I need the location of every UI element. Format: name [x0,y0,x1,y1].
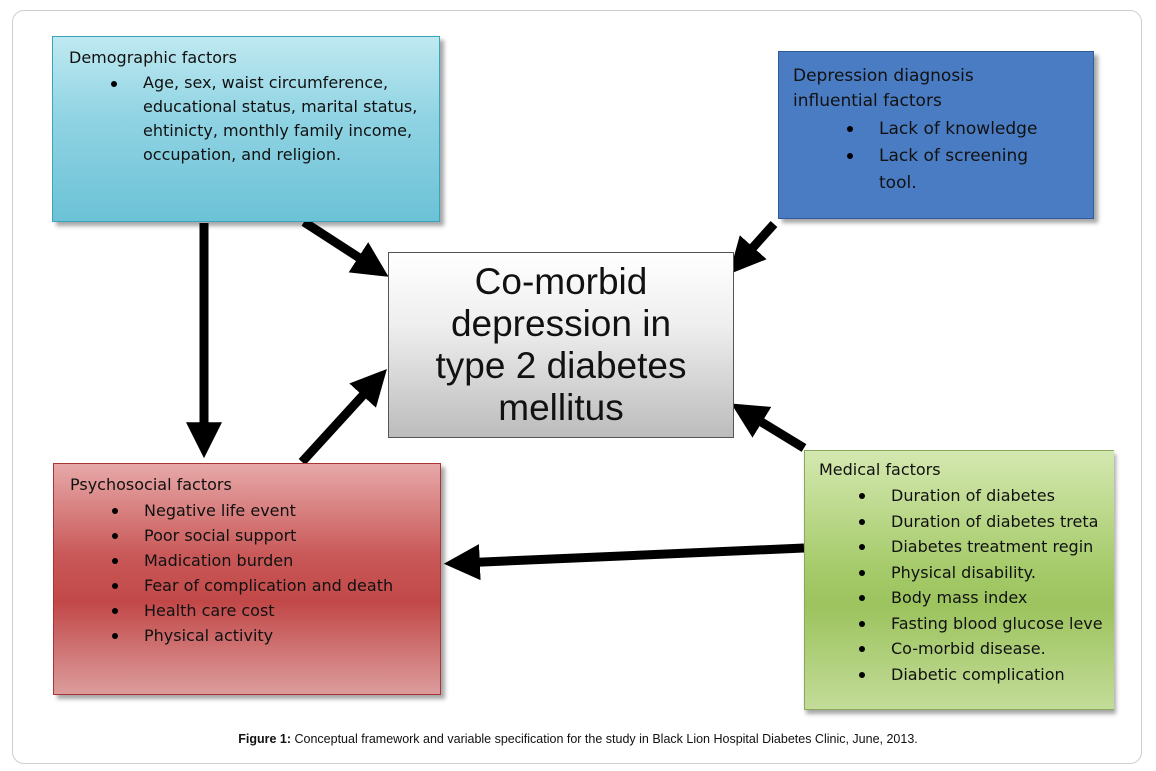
medical-item: Body mass index [859,585,1114,611]
medical-item: Diabetic complication [859,662,1114,688]
psychosocial-item: Madication burden [112,548,440,573]
arrow-demographic-to-center [301,218,389,277]
arrow-psychosocial-to-center [298,369,387,466]
psychosocial-item: Fear of complication and death [112,573,440,598]
demographic-list: Age, sex, waist circumference, education… [69,71,439,167]
caption-label: Figure 1: [238,732,292,746]
depression-diagnosis-box: Depression diagnosis influential factors… [778,51,1094,219]
demographic-item: Age, sex, waist circumference, education… [111,71,439,167]
psychosocial-item: Health care cost [112,598,440,623]
psychosocial-factors-box: Psychosocial factors Negative life event… [53,463,441,695]
medical-item: Fasting blood glucose leve [859,611,1114,637]
psychosocial-item: Poor social support [112,523,440,548]
figure-caption: Figure 1: Conceptual framework and varia… [0,732,1156,746]
arrow-medical-to-center [731,403,807,452]
psychosocial-title: Psychosocial factors [70,475,232,494]
medical-item: Duration of diabetes [859,483,1114,509]
diagnosis-item: Lack of screening tool. [847,143,1049,197]
diagnosis-item: Lack of knowledge [847,116,1049,143]
medical-item: Duration of diabetes treta [859,509,1114,535]
demographic-factors-box: Demographic factors Age, sex, waist circ… [52,36,440,222]
central-outcome-label: Co-morbid depression in type 2 diabetes … [435,261,687,428]
medical-factors-box: Medical factors Duration of diabetes Dur… [804,450,1114,710]
diagnosis-list: Lack of knowledge Lack of screening tool… [793,116,1049,197]
central-outcome-box: Co-morbid depression in type 2 diabetes … [388,252,734,438]
caption-text: Conceptual framework and variable specif… [291,732,918,746]
medical-item: Physical disability. [859,560,1114,586]
diagnosis-title: Depression diagnosis influential factors [793,66,974,111]
medical-title: Medical factors [819,460,941,479]
medical-item: Diabetes treatment regin [859,534,1114,560]
demographic-title: Demographic factors [69,48,237,67]
arrow-medical-to-psychosocial [443,543,805,581]
psychosocial-item: Negative life event [112,498,440,523]
medical-list: Duration of diabetes Duration of diabete… [819,483,1114,687]
psychosocial-item: Physical activity [112,623,440,648]
medical-item: Co-morbid disease. [859,636,1114,662]
psychosocial-list: Negative life event Poor social support … [70,498,440,648]
arrow-diagnosis-to-center [729,220,778,275]
